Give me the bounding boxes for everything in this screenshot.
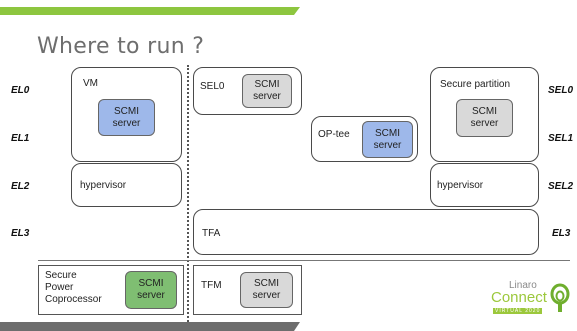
sel0-label: SEL0: [200, 81, 225, 92]
sp-server-line1: SCMI: [471, 106, 497, 117]
level-label-el3: EL3: [11, 228, 30, 239]
level-label-el2: EL2: [11, 181, 30, 192]
vm-server-line1: SCMI: [113, 105, 139, 117]
tfa-label: TFA: [202, 228, 221, 239]
hypervisor-left-label: hypervisor: [80, 180, 127, 191]
logo-connect-text: Connect: [491, 289, 547, 306]
logo-emblem-icon: [550, 283, 570, 312]
level-label-el1: EL1: [11, 133, 30, 144]
logo-virtual-text: VIRTUAL 2020: [493, 308, 543, 314]
hypervisor-left-box: hypervisor: [71, 163, 182, 207]
optee-server-line1: SCMI: [374, 127, 400, 139]
coproc-server-line2: server: [137, 290, 165, 301]
level-label-sel0: SEL0: [548, 85, 574, 96]
sel0-server-line2: server: [253, 91, 281, 102]
linaro-connect-logo: Linaro Connect VIRTUAL 2020: [487, 280, 573, 320]
separator-line: [38, 260, 570, 261]
logo-linaro-text: Linaro: [509, 280, 537, 291]
page-title: Where to run ?: [37, 34, 205, 59]
coprocessor-label-line3: Coprocessor: [45, 294, 102, 305]
tfm-server-line2: server: [252, 290, 281, 301]
top-accent-bar: [0, 7, 300, 15]
level-label-sel1: SEL1: [548, 133, 574, 144]
hypervisor-right-box: hypervisor: [430, 163, 539, 207]
sp-server-line2: server: [470, 118, 499, 129]
level-label-sel2: SEL2: [548, 181, 574, 192]
tfa-box: TFA: [193, 209, 539, 255]
coprocessor-label: Secure Power Coprocessor: [45, 270, 102, 306]
world-divider: [187, 65, 189, 330]
coprocessor-label-line1: Secure: [45, 270, 77, 281]
sel0-server-line1: SCMI: [254, 79, 280, 90]
tfm-label: TFM: [201, 280, 222, 291]
optee-label: OP-tee: [318, 129, 350, 140]
level-label-el0: EL0: [11, 85, 30, 96]
optee-server-line2: server: [373, 139, 402, 151]
coprocessor-label-line2: Power: [45, 282, 74, 293]
level-label-el3-right: EL3: [552, 228, 571, 239]
hypervisor-right-label: hypervisor: [437, 180, 484, 191]
vm-server-line2: server: [112, 117, 141, 129]
tfm-server-line1: SCMI: [253, 278, 279, 289]
coproc-server-line1: SCMI: [138, 278, 164, 289]
bottom-accent-bar: [0, 322, 300, 331]
secure-partition-label: Secure partition: [440, 79, 511, 90]
vm-label: VM: [83, 78, 98, 89]
